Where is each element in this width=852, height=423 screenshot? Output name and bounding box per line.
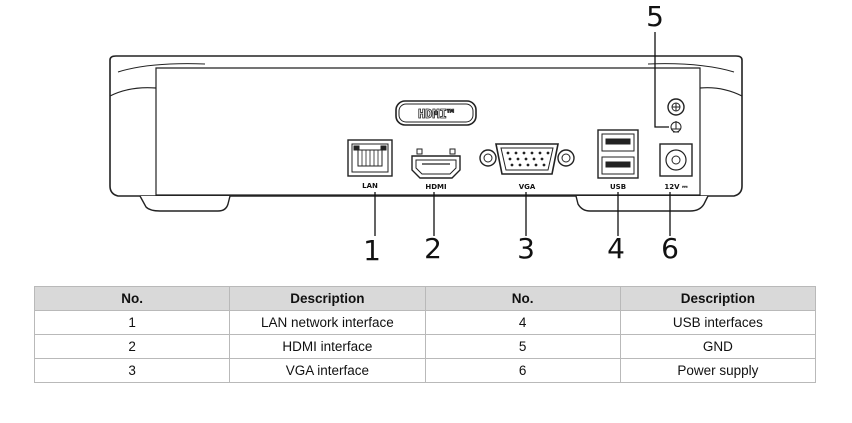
interface-table: No. Description No. Description 1 LAN ne…	[33, 286, 817, 383]
table-cell: 4	[424, 310, 621, 335]
power-port-label: 12V ⎓	[664, 183, 688, 191]
callout-5: 5	[646, 0, 664, 33]
lan-port-label: LAN	[362, 182, 378, 190]
table-row: 1 LAN network interface 4 USB interfaces	[33, 310, 817, 335]
gnd-terminal	[667, 98, 685, 133]
table-cell: Power supply	[619, 358, 817, 383]
callout-2: 2	[424, 232, 442, 265]
table-cell: 6	[424, 358, 621, 383]
header-no: No.	[33, 286, 231, 311]
callout-6: 6	[661, 232, 679, 265]
header-description: Description	[619, 286, 817, 311]
leader-lines	[374, 32, 671, 236]
table-cell: 5	[424, 334, 621, 359]
hdmi-port	[411, 148, 461, 179]
callout-4: 4	[607, 232, 625, 265]
callout-3: 3	[517, 232, 535, 265]
rear-panel-diagram: HDMI™ LAN HDMI VGA	[109, 0, 743, 267]
lan-port	[347, 139, 393, 177]
table-header-row: No. Description No. Description	[33, 286, 817, 311]
device-feet	[139, 195, 709, 212]
table-cell: GND	[619, 334, 817, 359]
table-cell: 3	[33, 358, 231, 383]
header-description: Description	[229, 286, 426, 311]
table-cell: 1	[33, 310, 231, 335]
table-cell: LAN network interface	[229, 310, 426, 335]
table-cell: USB interfaces	[619, 310, 817, 335]
vga-port	[479, 143, 575, 175]
table-cell: VGA interface	[229, 358, 426, 383]
power-port	[659, 143, 693, 177]
usb-port-label: USB	[610, 183, 626, 191]
table-row: 3 VGA interface 6 Power supply	[33, 358, 817, 383]
hdmi-logo: HDMI™	[395, 100, 477, 126]
callout-1: 1	[363, 234, 381, 267]
table-row: 2 HDMI interface 5 GND	[33, 334, 817, 359]
usb-ports	[597, 129, 639, 179]
table-cell: 2	[33, 334, 231, 359]
vga-port-label: VGA	[519, 183, 536, 191]
table-cell: HDMI interface	[229, 334, 426, 359]
header-no: No.	[424, 286, 621, 311]
hdmi-logo-text: HDMI™	[418, 107, 454, 121]
hdmi-port-label: HDMI	[425, 183, 446, 191]
device-chassis	[109, 55, 743, 197]
